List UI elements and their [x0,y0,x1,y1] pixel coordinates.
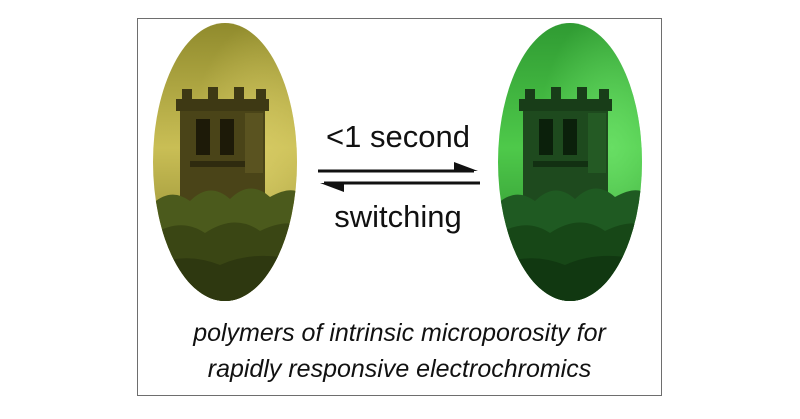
caption-line-1: polymers of intrinsic microporosity for [193,319,606,347]
switch-time-label: <1 second [326,119,470,154]
green-tower-photo [495,21,645,303]
caption-line-2: rapidly responsive electrochromics [207,355,592,383]
reversible-arrows [318,162,480,192]
switching-label: switching [334,199,462,234]
yellow-tower-photo [150,21,300,303]
figure-frame: <1 second switching [137,18,662,396]
